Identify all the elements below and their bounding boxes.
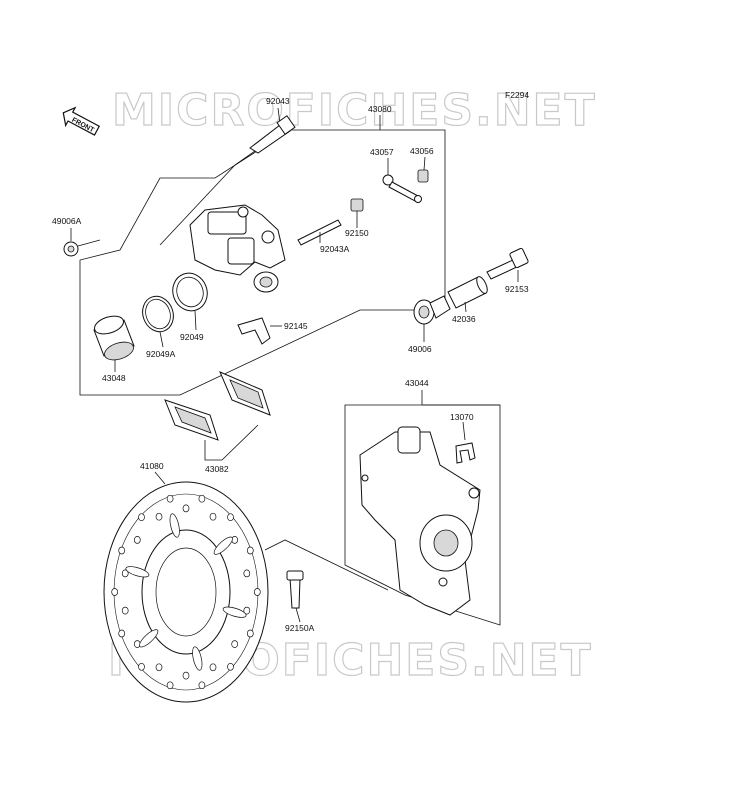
watermark-top: MICROFICHES.NET [112, 85, 597, 136]
disc-slot [169, 513, 180, 538]
bolt-92150A [264, 539, 389, 623]
label-42036: 42036 [452, 314, 476, 324]
pin-92043A [297, 219, 342, 246]
disc-hole [111, 588, 119, 596]
nut-49006A [63, 228, 101, 257]
label-43056: 43056 [410, 146, 434, 156]
piston-43048 [93, 315, 135, 372]
disc-hole [182, 504, 190, 513]
disc-hole [166, 681, 174, 690]
label-92043: 92043 [266, 96, 290, 106]
disc-slot [192, 646, 203, 671]
clip-13070 [455, 421, 476, 464]
diagram-code: F2294 [505, 90, 529, 100]
disc-hole [133, 536, 141, 544]
spring-92145 [237, 317, 282, 345]
label-43057: 43057 [370, 147, 394, 157]
disc-slot [139, 629, 159, 648]
bolt-92150 [350, 198, 364, 228]
label-92153: 92153 [505, 284, 529, 294]
seal-92049 [172, 272, 208, 331]
label-92150A: 92150A [285, 623, 315, 633]
disc-hole [121, 569, 129, 578]
label-13070: 13070 [450, 412, 474, 422]
label-43082: 43082 [205, 464, 229, 474]
disc-hole [155, 663, 163, 672]
label-92150: 92150 [345, 228, 369, 238]
disc-hole [243, 569, 251, 578]
disc-hole [155, 512, 163, 521]
disc-hole [118, 629, 126, 638]
label-92043A: 92043A [320, 244, 350, 254]
label-92049A: 92049A [146, 349, 176, 359]
sleeve-42036 [447, 276, 488, 313]
label-43044: 43044 [405, 378, 429, 388]
label-92145: 92145 [284, 321, 308, 331]
disc-hole [227, 662, 234, 671]
label-92049: 92049 [180, 332, 204, 342]
bleeder-43057 [382, 158, 422, 203]
label-43048: 43048 [102, 373, 126, 383]
disc-hole [166, 494, 174, 503]
disc-hole [209, 663, 217, 672]
disc-hole [243, 606, 251, 615]
disc-slot [213, 536, 233, 555]
disc-hole [198, 494, 206, 503]
disc-hole [231, 640, 239, 648]
disc-hole [198, 681, 206, 690]
bracket-box-43044 [344, 390, 501, 626]
disc-hole [246, 546, 254, 555]
bolt-92153 [486, 247, 529, 282]
caliper-body [189, 204, 286, 293]
disc-hole [253, 588, 261, 596]
disc-hole [121, 606, 129, 615]
bolt-92043 [249, 107, 296, 154]
disc-slot [222, 606, 247, 618]
boot-49006 [413, 295, 451, 342]
disc-hole [138, 513, 145, 522]
disc-hole [138, 662, 145, 671]
label-41080: 41080 [140, 461, 164, 471]
label-49006A: 49006A [52, 216, 82, 226]
caliper-bracket [359, 426, 481, 616]
front-arrow-icon: FRONT [62, 106, 101, 136]
disc-hole [246, 629, 254, 638]
bleeder-cap-43056 [417, 156, 429, 183]
label-49006: 49006 [408, 344, 432, 354]
seal-92049A [142, 295, 174, 348]
disc-hole [118, 546, 126, 555]
brake-disc-41080 [103, 471, 269, 703]
disc-slot [125, 566, 150, 578]
disc-hole [182, 671, 190, 680]
disc-hole [227, 513, 234, 522]
disc-hole [209, 512, 217, 521]
label-43080: 43080 [368, 104, 392, 114]
brake-pads-43082 [164, 371, 271, 461]
